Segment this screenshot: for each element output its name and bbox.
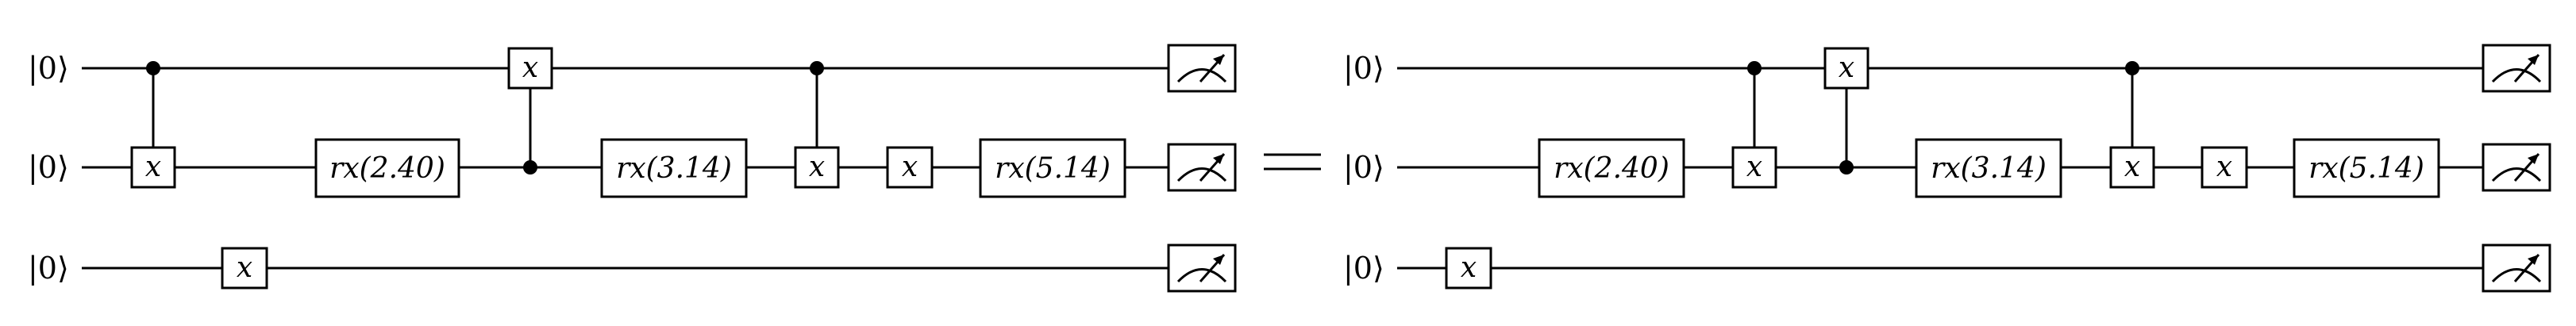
right-rx514-box — [2293, 138, 2440, 198]
left-circuit — [82, 44, 1237, 293]
left-cx3-target-label: x — [809, 151, 825, 183]
left-cx1-target-label: x — [145, 151, 161, 183]
right-measure-q2 — [2482, 244, 2551, 293]
left-x-gate-q1 — [886, 146, 934, 189]
right-cx1-target-label: x — [1746, 151, 1762, 183]
left-rx314-label: rx(3.14) — [616, 152, 732, 185]
left-rx240-box — [314, 138, 460, 198]
left-cx1-target-box — [130, 146, 176, 189]
right-cx2-target-box — [1823, 47, 1869, 90]
left-x-gate-q2 — [221, 247, 268, 290]
right-measure-q1 — [2482, 143, 2551, 192]
right-rx514-label: rx(5.14) — [2308, 152, 2424, 185]
right-rx314-box — [1915, 138, 2062, 198]
right-qubit-label-q1: |0⟩ — [1343, 150, 1384, 185]
left-rx514-box — [979, 138, 1126, 198]
left-cx3-target-box — [794, 146, 840, 189]
right-qubit-labels: |0⟩ |0⟩ |0⟩ — [1343, 51, 1384, 286]
left-qubit-labels: |0⟩ |0⟩ |0⟩ — [28, 51, 69, 286]
left-qubit-label-q2: |0⟩ — [28, 251, 69, 286]
left-cx1-control-dot — [146, 61, 160, 75]
left-x-gate-q2-label: x — [237, 251, 252, 284]
left-rx240-label: rx(2.40) — [329, 152, 445, 185]
right-cx3-control-dot — [2125, 61, 2139, 75]
right-cx3-target-box — [2109, 146, 2155, 189]
left-qubit-label-q0: |0⟩ — [28, 51, 69, 86]
left-rx514-label: rx(5.14) — [995, 152, 1111, 185]
right-cx1-control-dot — [1747, 61, 1762, 75]
right-cx1-target-box — [1731, 146, 1777, 189]
right-rx240-box — [1538, 138, 1685, 198]
left-qubit-label-q1: |0⟩ — [28, 150, 69, 185]
right-rx240-label: rx(2.40) — [1554, 152, 1669, 185]
right-cx2-target-label: x — [1839, 52, 1854, 84]
left-cx2-target-box — [507, 47, 553, 90]
right-x-gate-q1 — [2201, 146, 2248, 189]
right-qubit-label-q2: |0⟩ — [1343, 251, 1384, 286]
left-cx3-control-dot — [810, 61, 824, 75]
right-x-gate-q1-label: x — [2216, 151, 2232, 183]
left-measure-q0 — [1167, 44, 1237, 93]
left-measure-q1 — [1167, 143, 1237, 192]
right-qubit-label-q0: |0⟩ — [1343, 51, 1384, 86]
left-cx2-control-dot — [523, 160, 537, 175]
right-cx2-control-dot — [1839, 160, 1854, 175]
right-rx314-label: rx(3.14) — [1931, 152, 2047, 185]
right-x-gate-q2-label: x — [1461, 251, 1477, 284]
right-circuit — [1397, 44, 2551, 293]
right-cx3-target-label: x — [2124, 151, 2140, 183]
left-cx2-target-label: x — [522, 52, 538, 84]
left-measure-q2 — [1167, 244, 1237, 293]
right-measure-q0 — [2482, 44, 2551, 93]
left-rx314-box — [600, 138, 748, 198]
right-x-gate-q2 — [1445, 247, 1492, 290]
left-x-gate-q1-label: x — [902, 151, 918, 183]
equals-sign — [1264, 153, 1321, 171]
